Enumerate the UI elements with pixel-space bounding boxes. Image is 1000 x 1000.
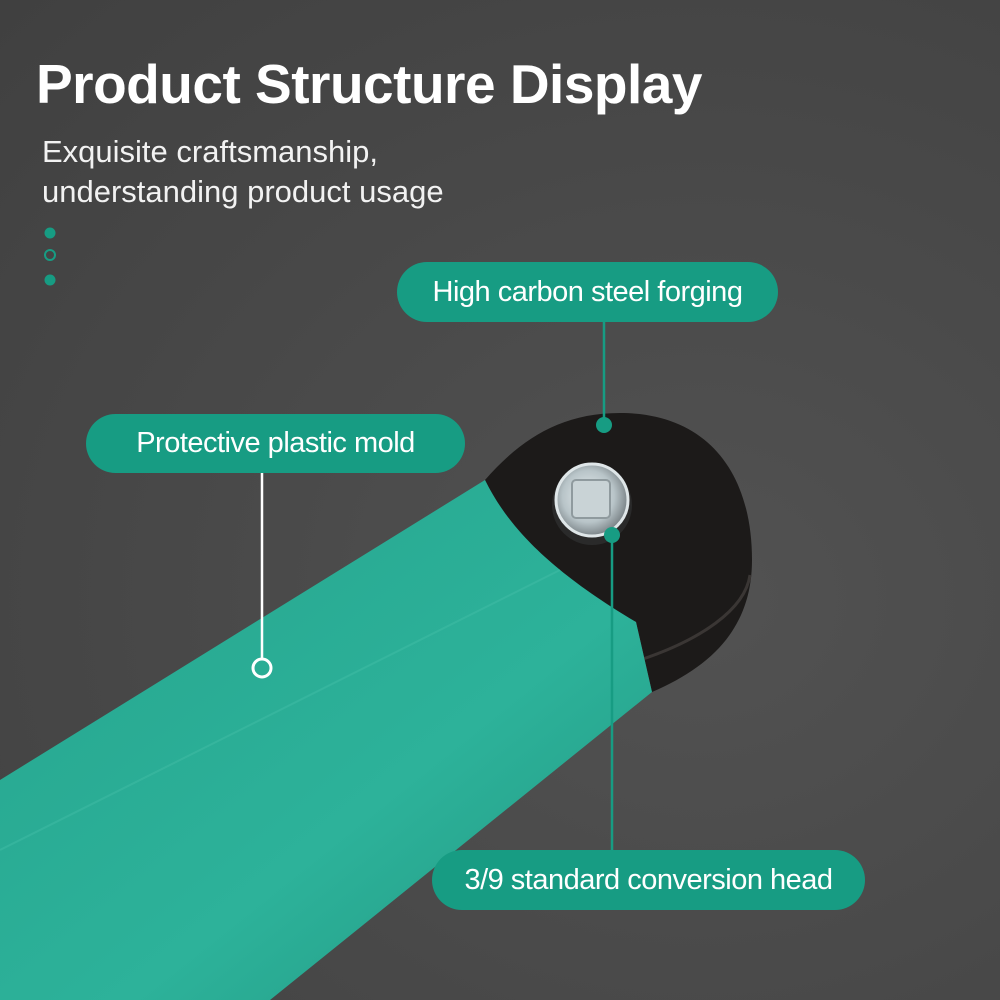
callout-mold: Protective plastic mold (86, 414, 465, 473)
page-title: Product Structure Display (36, 53, 702, 115)
mold-marker (251, 657, 273, 679)
subtitle-line-1: Exquisite craftsmanship, (42, 134, 378, 169)
subtitle: Exquisite craftsmanship, understanding p… (42, 132, 444, 212)
callout-steel: High carbon steel forging (397, 262, 778, 322)
wrench-handle (0, 480, 652, 1000)
callout-head: 3/9 standard conversion head (432, 850, 865, 910)
subtitle-line-2: understanding product usage (42, 174, 444, 209)
wrench-head (485, 413, 752, 692)
head-marker (604, 527, 620, 543)
steel-marker (596, 417, 612, 433)
indicator-dots (44, 227, 56, 286)
